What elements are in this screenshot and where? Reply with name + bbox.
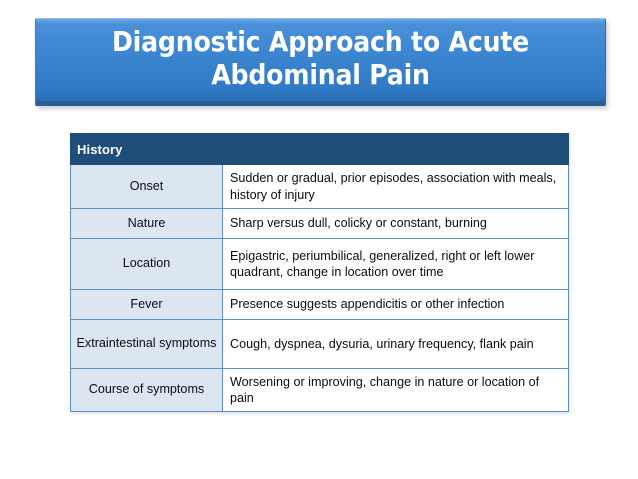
table-row: Onset Sudden or gradual, prior episodes,…: [70, 164, 569, 209]
row-label-course-of-symptoms: Course of symptoms: [70, 368, 223, 412]
slide-title-banner: Diagnostic Approach to Acute Abdominal P…: [35, 18, 606, 106]
row-label-extraintestinal-symptoms: Extraintestinal symptoms: [70, 319, 223, 369]
table-header-row: History: [70, 133, 569, 165]
row-value-onset: Sudden or gradual, prior episodes, assoc…: [222, 164, 569, 209]
row-label-onset: Onset: [70, 164, 223, 209]
row-value-nature: Sharp versus dull, colicky or constant, …: [222, 208, 569, 239]
row-value-extraintestinal-symptoms: Cough, dyspnea, dysuria, urinary frequen…: [222, 319, 569, 369]
row-label-fever: Fever: [70, 289, 223, 320]
row-value-fever: Presence suggests appendicitis or other …: [222, 289, 569, 320]
page-title: Diagnostic Approach to Acute Abdominal P…: [111, 24, 530, 91]
row-value-course-of-symptoms: Worsening or improving, change in nature…: [222, 368, 569, 412]
row-label-nature: Nature: [70, 208, 223, 239]
table-row: Course of symptoms Worsening or improvin…: [70, 368, 569, 412]
table-row: Extraintestinal symptoms Cough, dyspnea,…: [70, 319, 569, 369]
history-table: History Onset Sudden or gradual, prior e…: [70, 133, 569, 412]
table-row: Location Epigastric, periumbilical, gene…: [70, 238, 569, 290]
row-label-location: Location: [70, 238, 223, 290]
table-row: Nature Sharp versus dull, colicky or con…: [70, 208, 569, 239]
table-header-history: History: [70, 133, 569, 165]
row-value-location: Epigastric, periumbilical, generalized, …: [222, 238, 569, 290]
table-row: Fever Presence suggests appendicitis or …: [70, 289, 569, 320]
